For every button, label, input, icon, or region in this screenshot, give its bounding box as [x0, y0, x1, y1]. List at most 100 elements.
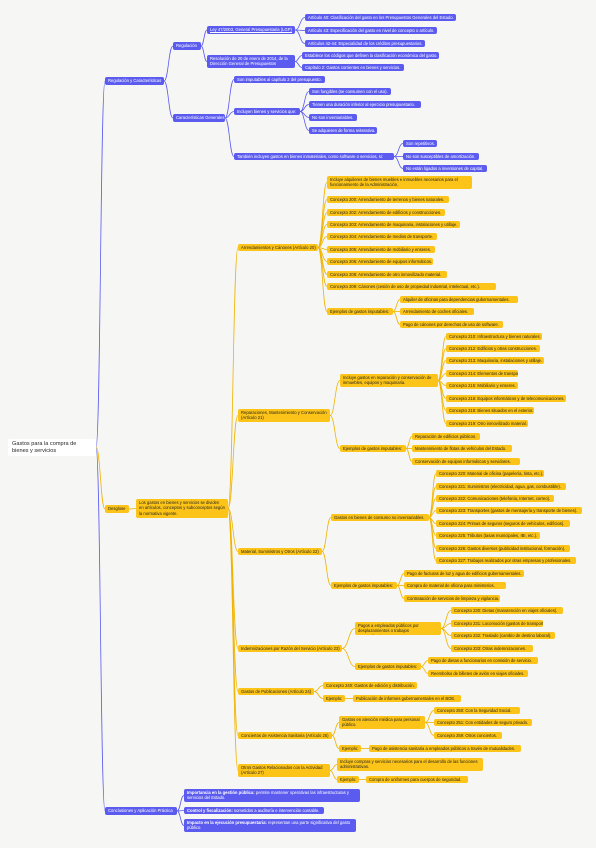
- concepto-221[interactable]: Concepto 221: Suministros (electricidad,…: [436, 483, 566, 490]
- node-conclusiones[interactable]: Conclusiones y Aplicación Práctica: [105, 807, 177, 815]
- node-inmateriales[interactable]: También incluyen gastos en bienes inmate…: [234, 153, 394, 160]
- ejemplo-dietas[interactable]: Pago de dietas a funcionarios en comisió…: [428, 657, 538, 664]
- node-resolucion-2014[interactable]: Resolución de 20 de enero de 2014, de la…: [207, 55, 295, 68]
- ejemplo-billetes-avion[interactable]: Reembolso de billetes de avión en viajes…: [428, 670, 528, 677]
- concepto-224[interactable]: Concepto 224: Primas de seguros (seguros…: [436, 520, 570, 527]
- node-articulo-22[interactable]: Material, Suministros y Otros (Artículo …: [238, 548, 322, 555]
- connector-n-res-n-res2: [294, 61, 303, 68]
- concepto-202[interactable]: Concepto 202: Arrendamiento de edificios…: [327, 209, 445, 216]
- ejemplo-canones-software[interactable]: Pago de cánones por derechos de uso de s…: [400, 321, 503, 328]
- node-articulo-43[interactable]: Artículo 43: Especificación del gasto en…: [305, 27, 437, 34]
- node-no-ligados[interactable]: No están ligados a inversiones de capita…: [403, 165, 487, 172]
- node-regulacion[interactable]: Regulación: [173, 42, 201, 50]
- concepto-230[interactable]: Concepto 230: Dietas (manutención en via…: [451, 607, 563, 614]
- node-regulacion-caracteristicas[interactable]: Regulación y Características: [105, 77, 164, 85]
- node-a20-incluye[interactable]: Incluye alquileres de bienes muebles e i…: [327, 176, 472, 189]
- ejemplo-limpieza-vigilancia[interactable]: Contratación de servicios de limpieza y …: [404, 595, 500, 602]
- node-lgp[interactable]: Ley 47/2003, General Presupuestaria (LGP…: [207, 26, 295, 34]
- node-a20-ejemplos[interactable]: Ejemplos de gastos imputables:: [327, 308, 393, 315]
- node-impacto-ejecucion[interactable]: Impacto en la ejecución presupuestaria: …: [184, 819, 356, 832]
- node-articulo-27[interactable]: Otros Gastos Relacionados con la Activid…: [238, 764, 330, 777]
- concepto-204[interactable]: Concepto 204: Arrendamiento de medios de…: [327, 233, 437, 240]
- node-control-fiscalizacion[interactable]: Control y fiscalización: sometidos a aud…: [184, 807, 324, 814]
- node-a24-ejemplo[interactable]: Ejemplo:: [323, 695, 345, 702]
- node-a23-ejemplos[interactable]: Ejemplos de gastos imputables:: [355, 663, 421, 670]
- concepto-206[interactable]: Concepto 206: Arrendamiento de equipos i…: [327, 258, 433, 265]
- concepto-259[interactable]: Concepto 259: Otros conciertos.: [434, 732, 502, 739]
- ejemplo-coches-oficiales[interactable]: Arrendamiento de coches oficiales.: [400, 308, 474, 315]
- node-a27-ejemplo[interactable]: Ejemplo:: [337, 776, 359, 783]
- concepto-227[interactable]: Concepto 227: Trabajos realizados por ot…: [436, 557, 576, 564]
- ejemplo-uniformes[interactable]: Compra de uniformes para cuerpos de segu…: [366, 776, 468, 783]
- concepto-250[interactable]: Concepto 250: Con la Seguridad Social.: [434, 707, 520, 714]
- ejemplo-flotas-vehiculos[interactable]: Mantenimiento de flotas de vehículos del…: [412, 445, 512, 452]
- concepto-219[interactable]: Concepto 219: Otro inmovilizado material…: [446, 420, 528, 427]
- concepto-233[interactable]: Concepto 233: Otras indemnizaciones.: [451, 645, 533, 652]
- node-desglose[interactable]: Desglose: [105, 505, 129, 513]
- concepto-240[interactable]: Concepto 240: Gastos de edición y distri…: [323, 682, 417, 689]
- node-imputables[interactable]: Son imputables al capítulo 2 del presupu…: [234, 76, 325, 83]
- concepto-215[interactable]: Concepto 215: Mobiliario y enseres.: [446, 382, 518, 389]
- node-incluyen[interactable]: Incluyen bienes y servicios que:: [234, 108, 300, 115]
- concepto-220[interactable]: Concepto 220: Material de oficina (papel…: [436, 470, 544, 477]
- concepto-209[interactable]: Concepto 209: Cánones (cesión de uso de …: [327, 283, 496, 290]
- concepto-232[interactable]: Concepto 232: Traslado (cambio de destin…: [451, 632, 555, 639]
- connector-n-a22i-n-a22c4: [428, 517, 437, 524]
- node-a21-ejemplos[interactable]: Ejemplos de gastos imputables:: [340, 445, 406, 452]
- node-a23-pagos[interactable]: Pagos a empleados públicos por desplazam…: [355, 622, 441, 635]
- concepto-214[interactable]: Concepto 214: Elementos de transporte.: [446, 370, 518, 377]
- link-lgp[interactable]: Ley 47/2003, General Presupuestaria (LGP…: [210, 27, 292, 32]
- node-articulo-40[interactable]: Artículo 40: Clasificación del gasto en …: [305, 14, 456, 21]
- connector-n-con-n-con2: [176, 810, 185, 812]
- ejemplo-equipos-servidores[interactable]: Conservación de equipos informáticos y s…: [412, 458, 520, 465]
- concepto-216[interactable]: Concepto 216: Equipos informáticos y de …: [446, 395, 566, 402]
- concepto-218[interactable]: Concepto 218: Bienes situados en el exte…: [446, 407, 534, 414]
- concepto-208[interactable]: Concepto 208: Arrendamiento de otro inmo…: [327, 271, 447, 278]
- node-a27-incluye[interactable]: Incluye compras y servicios necesarios p…: [337, 758, 483, 771]
- concepto-225[interactable]: Concepto 225: Tributos (tasas municipale…: [436, 532, 540, 539]
- concepto-223[interactable]: Concepto 223: Transportes (gastos de men…: [436, 507, 582, 514]
- concepto-200[interactable]: Concepto 200: Arrendamiento de terrenos …: [327, 196, 449, 203]
- node-articulo-21[interactable]: Reparaciones, Mantenimiento y Conservaci…: [238, 409, 330, 422]
- concepto-231[interactable]: Concepto 231: Locomoción (gastos de tran…: [451, 620, 543, 627]
- node-a25-ejemplo[interactable]: Ejemplo:: [339, 745, 361, 752]
- node-articulo-25[interactable]: Conciertos de Asistencia Sanitaria (Artí…: [238, 732, 332, 739]
- node-no-amortizacion[interactable]: No son susceptibles de amortización.: [403, 153, 479, 160]
- ejemplo-reparacion-edificios[interactable]: Reparación de edificios públicos.: [412, 433, 480, 440]
- connector-n-a22i-n-a22c7: [428, 517, 437, 561]
- ejemplo-mutualidades[interactable]: Pago de asistencia sanitaria a empleados…: [369, 745, 521, 752]
- node-a25-gastos[interactable]: Gastos en atención médica para personal …: [339, 716, 425, 729]
- ejemplo-boe[interactable]: Publicación de informes gubernamentales …: [353, 695, 461, 702]
- node-duracion[interactable]: Tienen una duración inferior al ejercici…: [309, 101, 421, 108]
- node-articulo-20[interactable]: Arrendamientos y Cánones (Artículo 20): [238, 244, 318, 251]
- node-articulo-24[interactable]: Gastos de Publicaciones (Artículo 24): [238, 688, 314, 695]
- node-fungibles[interactable]: Son fungibles (se consumen con el uso).: [309, 88, 391, 95]
- connector-n-desc-n-a27: [227, 508, 239, 771]
- node-res-capitulo-2[interactable]: Capítulo 2: Gastos corrientes en bienes …: [302, 64, 404, 71]
- concepto-212[interactable]: Concepto 212: Edificios y otras construc…: [446, 345, 540, 352]
- node-a22-incluye[interactable]: Gastos en bienes de consumo no inventari…: [331, 514, 429, 521]
- concepto-251[interactable]: Concepto 251: Con entidades de seguro pr…: [434, 719, 532, 726]
- node-importancia-gestion[interactable]: Importancia en la gestión pública: permi…: [184, 789, 360, 802]
- concepto-213[interactable]: Concepto 213: Maquinaria, instalaciones …: [446, 357, 544, 364]
- node-no-inventariables[interactable]: No son inventariables.: [309, 114, 357, 121]
- ejemplo-alquiler-oficinas[interactable]: Alquiler de oficinas para dependencias g…: [400, 296, 518, 303]
- connector-n-con-n-con3: [176, 810, 185, 826]
- concepto-205[interactable]: Concepto 205: Arrendamiento de mobiliari…: [327, 246, 435, 253]
- node-desglose-descripcion[interactable]: Los gastos en bienes y servicios se divi…: [136, 499, 228, 518]
- node-a21-incluye[interactable]: Incluye gastos en reparación y conservac…: [340, 374, 438, 387]
- node-res-codigos[interactable]: Establece los códigos que definen la cla…: [302, 52, 439, 59]
- node-articulos-42-44[interactable]: Artículos 42-44: Especialidad de los cré…: [305, 40, 425, 47]
- concepto-203[interactable]: Concepto 203: Arrendamiento de maquinari…: [327, 221, 460, 228]
- node-repetitivos[interactable]: Son repetitivos.: [403, 140, 437, 147]
- node-caracteristicas-generales[interactable]: Características Generales: [173, 114, 225, 122]
- node-reiterativa[interactable]: Se adquieren de forma reiterativa.: [309, 127, 377, 134]
- ejemplo-luz-agua[interactable]: Pago de facturas de luz y agua de edific…: [404, 570, 524, 577]
- node-articulo-23[interactable]: Indemnizaciones por Razón del Servicio (…: [238, 645, 342, 652]
- concepto-210[interactable]: Concepto 210: Infraestructura y bienes n…: [446, 333, 542, 340]
- concepto-226[interactable]: Concepto 226: Gastos diversos (publicida…: [436, 545, 570, 552]
- connector-n-a20-n-a20c4: [317, 247, 328, 250]
- concepto-222[interactable]: Concepto 222: Comunicaciones (telefonía,…: [436, 495, 554, 502]
- ejemplo-material-oficina[interactable]: Compra de material de oficina para minis…: [404, 582, 506, 589]
- node-a22-ejemplos[interactable]: Ejemplos de gastos imputables:: [331, 582, 397, 589]
